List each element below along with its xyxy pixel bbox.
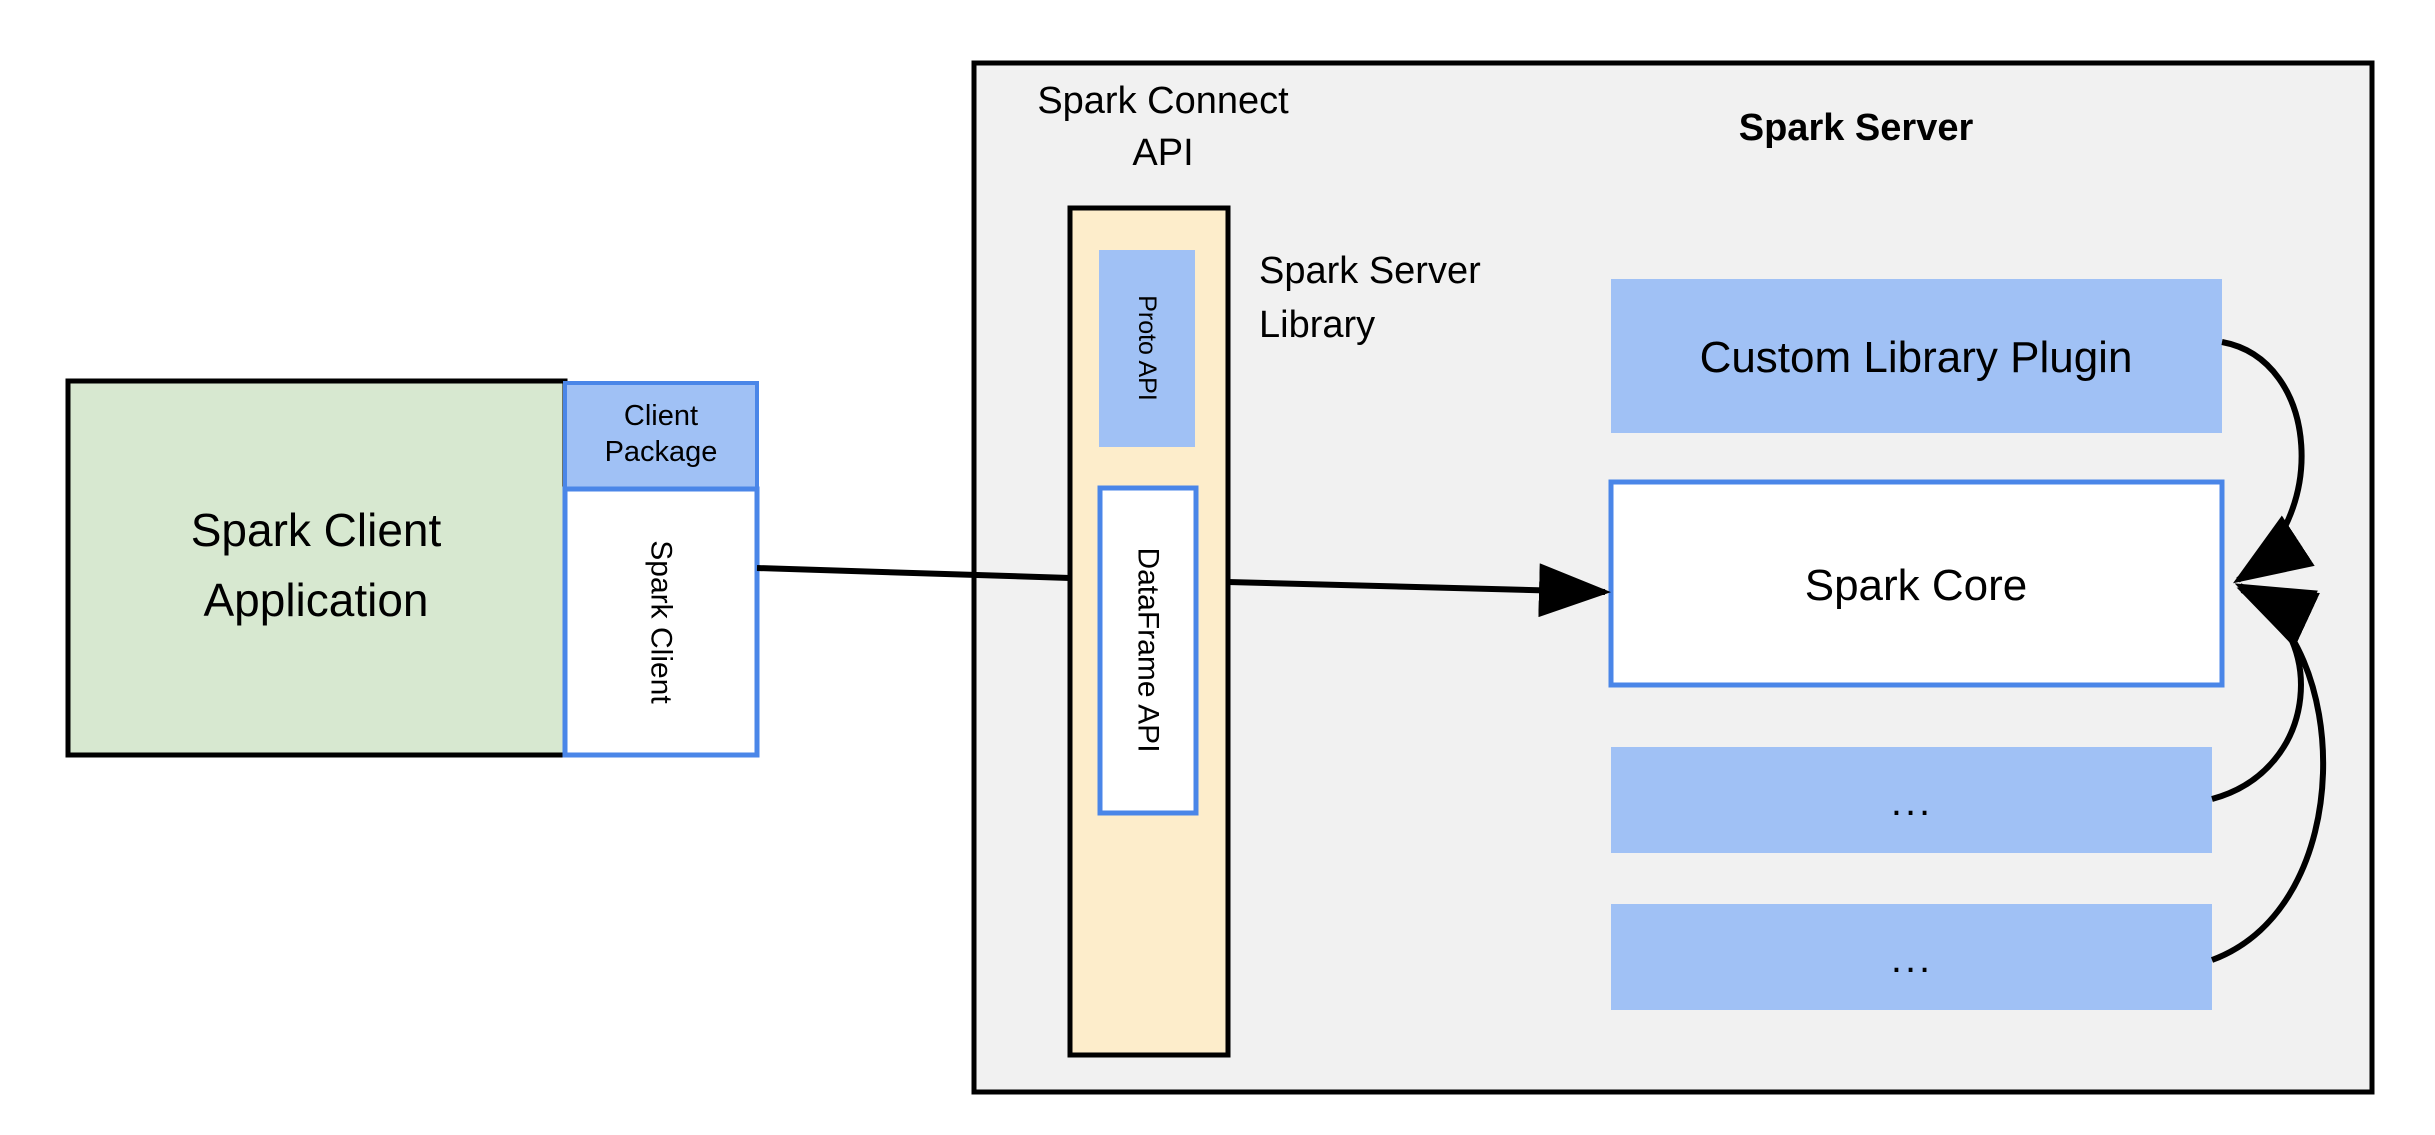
spark-server-library-label-line1: Spark Server	[1259, 250, 1481, 292]
client-package-label-line1: Client	[624, 400, 698, 432]
spark-client-application-label-line1: Spark Client	[191, 504, 442, 556]
client-package-label-line2: Package	[605, 436, 718, 468]
connector-connect-api-to-spark-core	[1227, 563, 1611, 618]
connector-custom-library-plugin-to-spark-core	[2221, 339, 2315, 584]
ellipsis-box-1-label: ...	[1891, 780, 1933, 824]
connector-spark-client-to-connect-api	[756, 565, 1071, 581]
dataframe-api-box[interactable]	[1097, 485, 1199, 816]
spark-connect-api-label-line2: API	[1132, 132, 1193, 174]
spark-client-application-box[interactable]	[65, 378, 568, 758]
proto-api-label: Proto API	[1133, 295, 1161, 401]
spark-core-label: Spark Core	[1805, 561, 2028, 610]
spark-client-label: Spark Client	[645, 540, 678, 704]
dataframe-api-label: DataFrame API	[1132, 547, 1165, 752]
custom-library-plugin-label: Custom Library Plugin	[1700, 333, 2133, 382]
spark-core-box[interactable]	[1608, 479, 2225, 688]
spark-client-application-label-line2: Application	[203, 574, 428, 626]
spark-client-box[interactable]	[562, 486, 760, 758]
spark-connect-api-label-line1: Spark Connect	[1037, 80, 1289, 122]
ellipsis-box-2-label: ...	[1891, 937, 1933, 981]
proto-api-box[interactable]	[1099, 250, 1195, 447]
ellipsis-box-2[interactable]	[1611, 904, 2212, 1010]
connector-ellipsis-2-to-spark-core	[2210, 587, 2326, 963]
custom-library-plugin-box[interactable]	[1611, 279, 2222, 433]
spark-server-library-label-line2: Library	[1259, 304, 1375, 346]
ellipsis-box-1[interactable]	[1611, 747, 2212, 853]
spark-server-title: Spark Server	[1739, 107, 1974, 149]
